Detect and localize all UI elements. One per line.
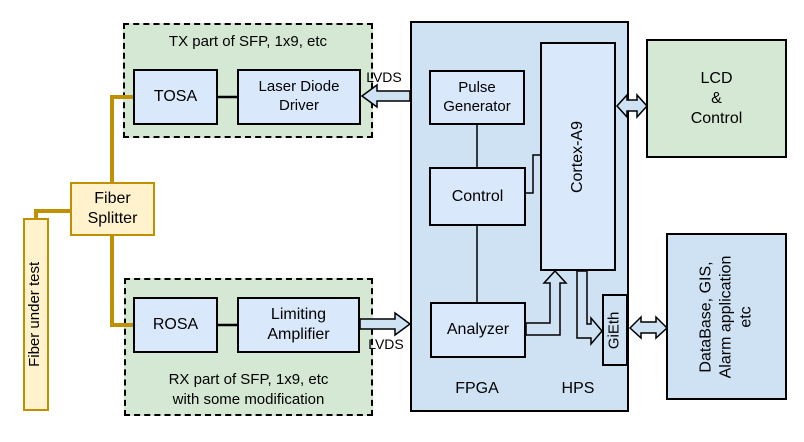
gieth-label: GiEth — [605, 311, 623, 349]
tosa-block: TOSA — [133, 69, 218, 125]
double-arrow-gieth-database — [628, 315, 669, 340]
lvds-bottom-label: LVDS — [368, 336, 404, 352]
control-label: Control — [451, 187, 504, 205]
rosa-block: ROSA — [133, 297, 218, 353]
lcd-control-block: LCD & Control — [646, 39, 787, 158]
hps-region-label: HPS — [561, 380, 595, 397]
fiber-splitter-block: Fiber Splitter — [70, 182, 155, 236]
limiting-amplifier-label: Limiting Amplifier — [267, 306, 330, 343]
tosa-label: TOSA — [153, 88, 198, 105]
pulse-generator-block: Pulse Generator — [429, 70, 525, 125]
fiber-splitter-label: Fiber Splitter — [87, 190, 138, 227]
laser-diode-driver-label: Laser Diode Driver — [258, 78, 340, 114]
pulse-generator-label: Pulse Generator — [443, 78, 511, 115]
cortex-a9-block: Cortex-A9 — [540, 42, 616, 271]
rosa-label: ROSA — [152, 316, 199, 333]
database-label: DataBase, GIS, Alarm application etc — [697, 255, 755, 378]
rx-sfp-group-title: RX part of SFP, 1x9, etc with some modif… — [168, 371, 329, 408]
fiber-under-test-block: Fiber under test — [23, 218, 49, 411]
control-block: Control — [429, 167, 526, 226]
lcd-control-label: LCD & Control — [690, 69, 743, 127]
limiting-amplifier-block: Limiting Amplifier — [237, 297, 360, 353]
cortex-a9-label: Cortex-A9 — [569, 120, 586, 193]
fpga-region-label: FPGA — [455, 380, 499, 397]
tx-sfp-group-title: TX part of SFP, 1x9, etc — [168, 33, 328, 50]
laser-diode-driver-block: Laser Diode Driver — [237, 69, 361, 125]
analyzer-block: Analyzer — [430, 302, 526, 358]
gieth-block: GiEth — [602, 294, 628, 366]
lvds-top-label: LVDS — [366, 69, 402, 85]
fiber-under-test-label: Fiber under test — [26, 261, 44, 368]
analyzer-label: Analyzer — [446, 321, 510, 338]
database-block: DataBase, GIS, Alarm application etc — [666, 233, 787, 400]
